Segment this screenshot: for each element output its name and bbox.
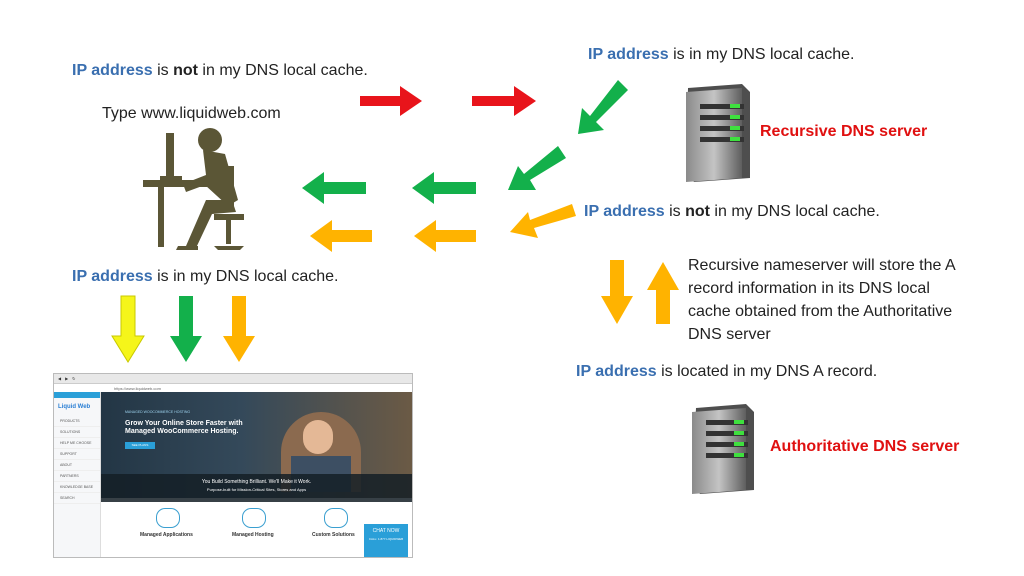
yellow-arrow-up	[647, 262, 679, 324]
hero-button: SEE PLANS	[125, 442, 155, 449]
red-arrow-right	[360, 86, 422, 116]
cache-hit-label-bottom: IP address is in my DNS local cache.	[72, 268, 339, 285]
sidebar-item: SOLUTIONS	[54, 427, 100, 438]
cache-miss-label-top: IP address is not in my DNS local cache.	[72, 62, 368, 79]
green-arrow-down-left	[508, 146, 566, 190]
authoritative-server-label: Authoritative DNS server	[770, 438, 960, 455]
reload-icon: ↻	[72, 376, 76, 381]
band-title: You Build Something Brilliant. We'll Mak…	[201, 479, 312, 485]
recursive-server-label: Recursive DNS server	[760, 123, 928, 140]
green-arrow-left	[302, 172, 366, 204]
sidebar-item: HELP ME CHOOSE	[54, 438, 100, 449]
yellow-arrow-left	[414, 220, 476, 252]
green-arrow-down	[170, 296, 202, 362]
forward-icon: ▶	[65, 376, 69, 381]
cache-hit-label-top: IP address is in my DNS local cache.	[588, 46, 855, 63]
site-band: You Build Something Brilliant. We'll Mak…	[101, 474, 412, 502]
sidebar-item: PRODUCTS	[54, 416, 100, 427]
browser-toolbar: ◀▶↻	[54, 374, 412, 384]
site-sidebar: Liquid Web PRODUCTS SOLUTIONS HELP ME CH…	[54, 392, 101, 557]
yellow-arrow-down	[223, 296, 255, 362]
sidebar-item: PARTNERS	[54, 471, 100, 482]
a-record-label: IP address is located in my DNS A record…	[576, 363, 878, 380]
band-subtitle: Purpose-built for Mission-Critical Sites…	[206, 487, 307, 492]
recursive-server-icon	[686, 84, 750, 182]
cloud-icon	[156, 508, 180, 528]
site-logo: Liquid Web	[58, 404, 91, 410]
hosting-icon	[242, 508, 266, 528]
custom-solutions-icon	[324, 508, 348, 528]
authoritative-server-icon	[692, 404, 754, 494]
cache-miss-label-mid: IP address is not in my DNS local cache.	[584, 203, 880, 220]
store-record-note: Recursive nameserver will store the A re…	[688, 257, 956, 343]
chat-now-button: CHAT NOW CALL: 1.877.LIQUIDWEB	[364, 524, 408, 557]
yellow-arrow-down	[601, 260, 633, 324]
yellow-arrow-left	[310, 220, 372, 252]
green-arrow-down-left	[578, 80, 628, 134]
browser-screenshot: ◀▶↻ https://www.liquidweb.com Liquid Web…	[53, 373, 413, 558]
feature-title: Managed Applications	[140, 532, 193, 538]
sidebar-item: ABOUT	[54, 460, 100, 471]
yellow-arrow-left	[510, 204, 576, 238]
sidebar-item: SUPPORT	[54, 449, 100, 460]
type-url-label: Type www.liquidweb.com	[102, 105, 281, 122]
hero-tag: MANAGED WOOCOMMERCE HOSTING	[125, 410, 191, 414]
hero-title: Grow Your Online Store Faster with Manag…	[125, 420, 243, 435]
back-icon: ◀	[58, 376, 62, 381]
feature-title: Custom Solutions	[312, 532, 355, 538]
sidebar-item: KNOWLEDGE BASE	[54, 482, 100, 493]
lime-arrow-down	[111, 295, 145, 363]
green-arrow-left	[412, 172, 476, 204]
feature-title: Managed Hosting	[232, 532, 274, 538]
red-arrow-right	[472, 86, 536, 116]
sidebar-item: SEARCH	[54, 493, 100, 504]
user-at-computer-icon	[143, 128, 244, 250]
